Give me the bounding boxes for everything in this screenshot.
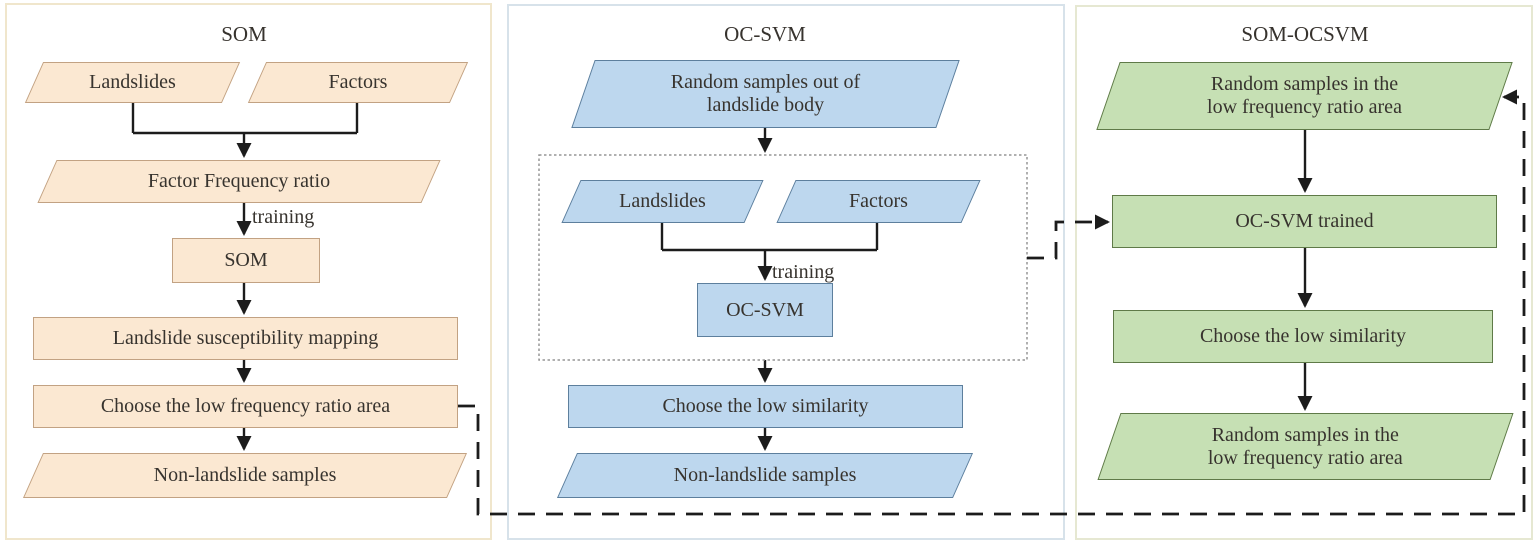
random-top-line1: Random samples in the	[1210, 73, 1399, 95]
node-ocsvm-random-samples: Random samples out of landslide body	[571, 60, 960, 128]
node-som-non-landslide-samples: Non-landslide samples	[22, 453, 468, 498]
ocsvm-panel-title: OC-SVM	[724, 22, 806, 46]
som-training-label: training	[252, 206, 315, 228]
node-som-frequency-ratio: Factor Frequency ratio	[37, 160, 441, 203]
node-somocsvm-random-samples-top: Random samples in the low frequency rati…	[1096, 62, 1513, 130]
node-som-box: SOM	[172, 238, 320, 283]
node-somocsvm-random-samples-bottom: Random samples in the low frequency rati…	[1097, 413, 1514, 480]
node-ocsvm-factors: Factors	[776, 180, 981, 223]
random-samples-line2: landslide body	[706, 94, 825, 116]
node-som-choose-low-frequency: Choose the low frequency ratio area	[33, 385, 458, 428]
node-somocsvm-trained: OC-SVM trained	[1112, 195, 1497, 248]
random-bottom-line1: Random samples in the	[1211, 423, 1400, 446]
node-ocsvm-choose-low-similarity: Choose the low similarity	[568, 385, 963, 428]
node-som-landslides: Landslides	[24, 62, 241, 103]
random-bottom-line2: low frequency ratio area	[1208, 446, 1403, 469]
node-ocsvm-box: OC-SVM	[697, 283, 833, 337]
node-somocsvm-choose-low-similarity: Choose the low similarity	[1113, 310, 1493, 363]
ocsvm-training-label: training	[772, 261, 835, 283]
node-som-mapping: Landslide susceptibility mapping	[33, 317, 458, 360]
node-ocsvm-non-landslide-samples: Non-landslide samples	[556, 453, 974, 498]
random-top-line2: low frequency ratio area	[1207, 96, 1402, 118]
node-som-factors: Factors	[247, 62, 469, 103]
som-ocsvm-panel-title: SOM-OCSVM	[1241, 22, 1369, 46]
random-samples-line1: Random samples out of	[670, 71, 861, 93]
node-ocsvm-landslides: Landslides	[561, 180, 764, 223]
som-panel-title: SOM	[221, 22, 267, 46]
